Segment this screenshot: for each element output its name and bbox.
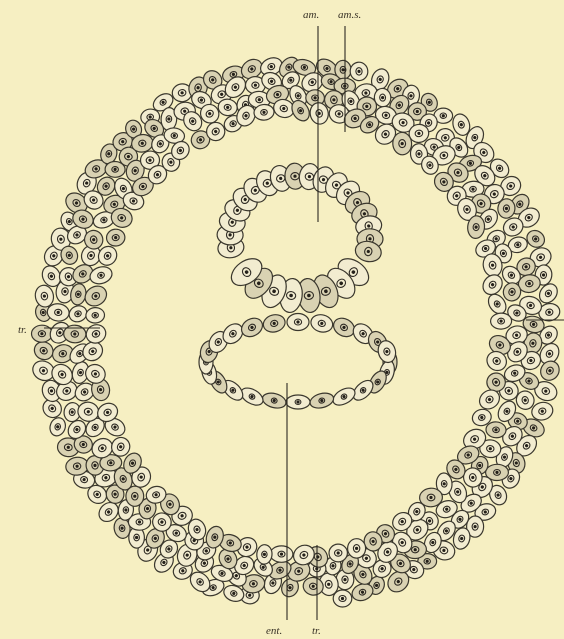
amnion-layer: [216, 162, 383, 313]
entoderm-cell: [308, 391, 335, 411]
trophoblast-cell: [348, 539, 366, 559]
label-tr-bottom: tr.: [312, 625, 321, 637]
trophoblast-cell: [105, 228, 126, 247]
trophoblast-cell: [256, 544, 273, 564]
entoderm-layer: [198, 312, 398, 410]
label-tr-left: tr.: [18, 324, 27, 336]
trophoblast-cell: [486, 421, 507, 438]
entoderm-cell: [330, 385, 358, 409]
trophoblast-cell: [490, 313, 512, 330]
trophoblast-cell: [270, 546, 293, 562]
trophoblast-cell: [81, 282, 110, 310]
trophoblast-cell: [85, 307, 105, 324]
entoderm-cell: [287, 314, 309, 331]
trophoblast-cell: [524, 227, 548, 251]
trophoblast-cell: [48, 416, 68, 438]
entoderm-cell: [238, 315, 266, 341]
trophoblast-cell: [83, 322, 109, 347]
label-am-s: am.s.: [338, 9, 361, 21]
entoderm-cell: [309, 312, 335, 334]
entoderm-cell: [261, 312, 287, 334]
entoderm-cell: [261, 391, 288, 411]
trophoblast-cell: [328, 543, 348, 562]
trophoblast-cell: [88, 264, 114, 286]
entoderm-cell: [286, 395, 310, 409]
trophoblast-cell: [63, 325, 86, 344]
label-am: am.: [303, 9, 319, 21]
label-ent: ent.: [266, 625, 282, 637]
trophoblast-cell: [349, 61, 368, 81]
